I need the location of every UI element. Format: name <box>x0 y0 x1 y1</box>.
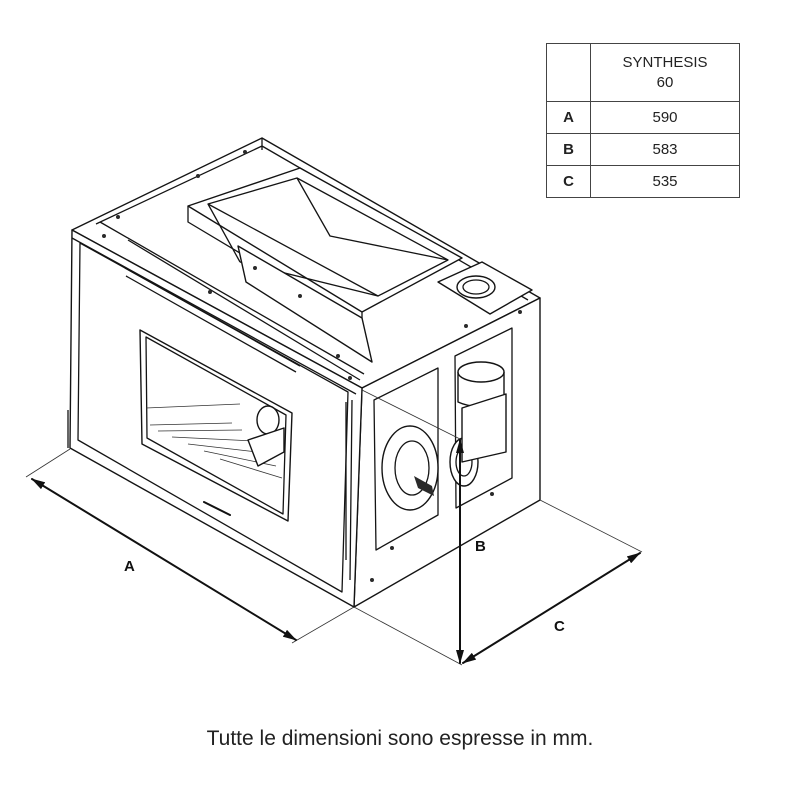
dimension-a-line <box>31 478 297 641</box>
side-opening-front <box>373 367 439 551</box>
table-header-model-cell: SYNTHESIS 60 <box>590 43 740 102</box>
hopper-flap <box>237 245 373 363</box>
dimension-c-line <box>462 552 641 664</box>
table-header-empty-cell <box>546 43 591 102</box>
table-row: B 583 <box>546 133 740 166</box>
table-header-row: SYNTHESIS 60 <box>546 43 740 102</box>
fan-motor <box>414 476 434 496</box>
model-name: SYNTHESIS <box>622 53 708 71</box>
table-row: C 535 <box>546 165 740 198</box>
flue-opening <box>462 279 490 295</box>
dimension-b-extension-lines <box>353 389 463 666</box>
top-rails <box>95 138 529 381</box>
motor-cylinder-top <box>457 361 505 383</box>
door-handle <box>124 267 301 373</box>
row-value: 535 <box>590 165 740 198</box>
model-size: 60 <box>656 73 674 91</box>
row-value: 583 <box>590 133 740 166</box>
dimension-table: SYNTHESIS 60 A 590 B 583 C 535 <box>546 43 740 198</box>
firebox-back-wall <box>145 403 241 409</box>
pellet-hopper-walls <box>187 177 449 327</box>
row-label: B <box>546 133 591 166</box>
row-label: A <box>546 101 591 134</box>
firebox-grate <box>149 422 283 479</box>
table-row: A 590 <box>546 101 740 134</box>
row-value: 590 <box>590 101 740 134</box>
units-caption: Tutte le dimensioni sono espresse in mm. <box>206 727 594 750</box>
dimension-b-label: B <box>475 538 486 555</box>
fan-rotor <box>394 440 430 496</box>
dimension-c-extension-line <box>539 499 643 553</box>
door-hinge-side <box>345 399 353 581</box>
row-label: C <box>546 165 591 198</box>
dimension-c-label: C <box>554 618 565 635</box>
dimension-a-label: A <box>124 558 135 575</box>
burn-pot <box>247 427 285 467</box>
burn-pot-vent <box>256 405 280 435</box>
dimension-a-extension-lines <box>25 448 355 644</box>
pellet-hopper-frame <box>187 167 463 313</box>
front-frame-edge <box>67 237 357 448</box>
